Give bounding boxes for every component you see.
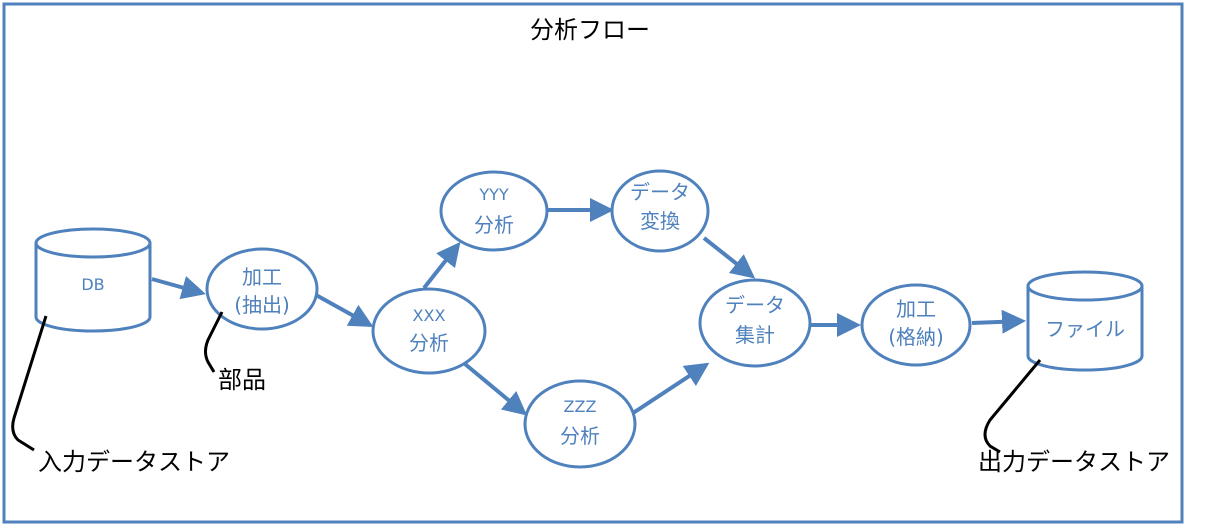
parts-callout-leader (204, 311, 224, 373)
output-store-callout-leader (983, 359, 1042, 454)
db-node-label: DB (81, 275, 104, 294)
edge-zzz-to-aggregate (628, 362, 710, 417)
flow-frame (2, 2, 1184, 524)
diagram-title: 分析フロー (530, 16, 650, 44)
data-aggregate-node: データ 集計 (698, 278, 812, 368)
store-node-line1: 加工 (896, 297, 936, 321)
zzz-analysis-node: ZZZ 分析 (523, 379, 637, 469)
edge-store-to-file (971, 309, 1026, 334)
extract-node-line1: 加工 (242, 265, 282, 289)
parts-callout-label: 部品 (218, 366, 266, 394)
file-cylinder-node: ファイル (1026, 270, 1144, 372)
yyy-node-line1: YYY (478, 185, 509, 204)
aggregate-node-line2: 集計 (735, 323, 775, 347)
input-store-callout-leader (11, 315, 48, 452)
convert-node-line1: データ (630, 180, 690, 204)
zzz-node-line1: ZZZ (564, 397, 597, 416)
edge-xxx-to-zzz (463, 362, 528, 416)
edge-xxx-to-yyy (422, 241, 461, 290)
yyy-analysis-node: YYY 分析 (439, 170, 549, 252)
xxx-node-line1: XXX (413, 306, 446, 325)
extract-node-line2: (抽出) (234, 293, 290, 317)
output-store-callout-label: 出力データストア (978, 448, 1170, 476)
store-process-node: 加工 (格納) (860, 283, 972, 367)
file-node-label: ファイル (1045, 317, 1125, 341)
zzz-node-line2: 分析 (560, 424, 600, 448)
yyy-node-line2: 分析 (474, 213, 514, 237)
xxx-node-line2: 分析 (409, 331, 449, 355)
convert-node-line2: 変換 (640, 209, 680, 233)
edge-convert-to-aggregate (702, 236, 756, 279)
xxx-analysis-node: XXX 分析 (371, 287, 487, 375)
db-cylinder-node: DB (34, 227, 152, 333)
extract-process-node: 加工 (抽出) (205, 247, 319, 331)
input-store-callout-label: 入力データストア (38, 448, 230, 476)
aggregate-node-line1: データ (725, 293, 785, 317)
data-convert-node: データ 変換 (610, 169, 710, 253)
store-node-line2: (格納) (888, 325, 944, 349)
edge-db-to-extract (151, 276, 206, 300)
edge-extract-to-xxx (315, 293, 374, 327)
